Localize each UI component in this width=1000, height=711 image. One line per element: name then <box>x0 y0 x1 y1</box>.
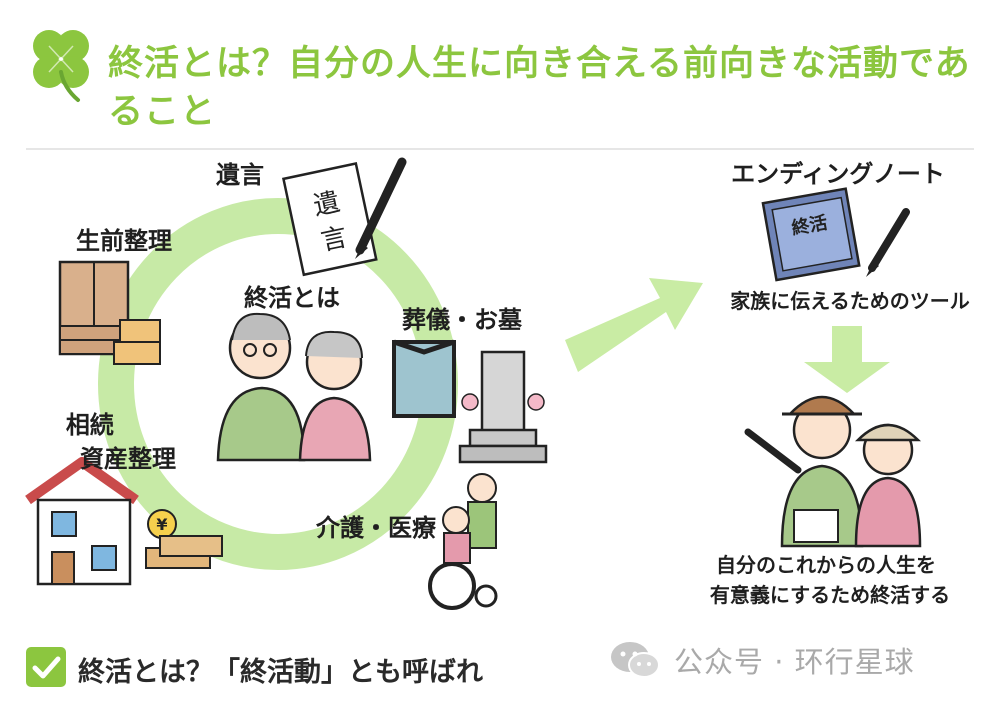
ending-note-book: 終活 <box>761 187 861 282</box>
clover-icon <box>33 30 89 102</box>
will-paper-text-2: 言 <box>318 222 350 257</box>
money-bundle-icon: ¥ <box>145 509 223 569</box>
cycle-item-inheritance: 相続 資産整理 <box>66 411 176 473</box>
yen-symbol: ¥ <box>156 515 167 534</box>
checkbox-icon <box>26 647 66 687</box>
footer-text: 終活とは？「終活動」とも呼ばれ <box>78 657 483 688</box>
wardrobe-icon <box>58 260 130 356</box>
cycle-item-care-medical: 介護・医療 <box>315 514 437 542</box>
cycle-center-label: 終活とは <box>244 284 340 312</box>
check-mark-icon <box>32 656 61 679</box>
result-caption-line1: 自分のこれからの人生を <box>716 553 936 577</box>
grave-icon <box>458 350 548 464</box>
elderly-couple-illustration <box>216 312 372 462</box>
funeral-portrait-icon <box>392 339 456 418</box>
pen-icon-2 <box>866 208 910 277</box>
watermark-text: 公众号 · 环行星球 <box>674 645 915 679</box>
watermark: 公众号 · 环行星球 <box>608 638 915 682</box>
header: 終活とは？自分の人生に向き合える前向きな活動であること <box>0 0 1000 150</box>
result-caption-line2: 有意義にするため終活する <box>710 583 950 607</box>
ending-note-title: エンディングノート <box>731 160 945 188</box>
house-icon <box>25 457 139 586</box>
pen-icon <box>355 157 407 259</box>
wheelchair-illustration <box>428 473 498 610</box>
will-paper-text-1: 遺 <box>311 187 343 222</box>
right-arrow <box>565 278 703 372</box>
cycle-item-funeral-grave: 葬儀・お墓 <box>402 306 523 334</box>
page-title: 終活とは？自分の人生に向き合える前向きな活動であること <box>108 44 971 132</box>
wechat-icon <box>611 642 660 678</box>
ending-note-caption: 家族に伝えるためのツール <box>730 289 969 313</box>
header-divider <box>26 148 974 150</box>
will-paper: 遺 言 <box>281 162 378 277</box>
down-arrow <box>804 326 890 393</box>
hiking-couple-illustration <box>744 395 922 548</box>
cycle-ring <box>98 198 458 570</box>
cycle-item-will: 遺言 <box>216 161 264 189</box>
cycle-item-pre-death-cleanup: 生前整理 <box>76 227 172 255</box>
boxes-icon <box>113 319 161 365</box>
